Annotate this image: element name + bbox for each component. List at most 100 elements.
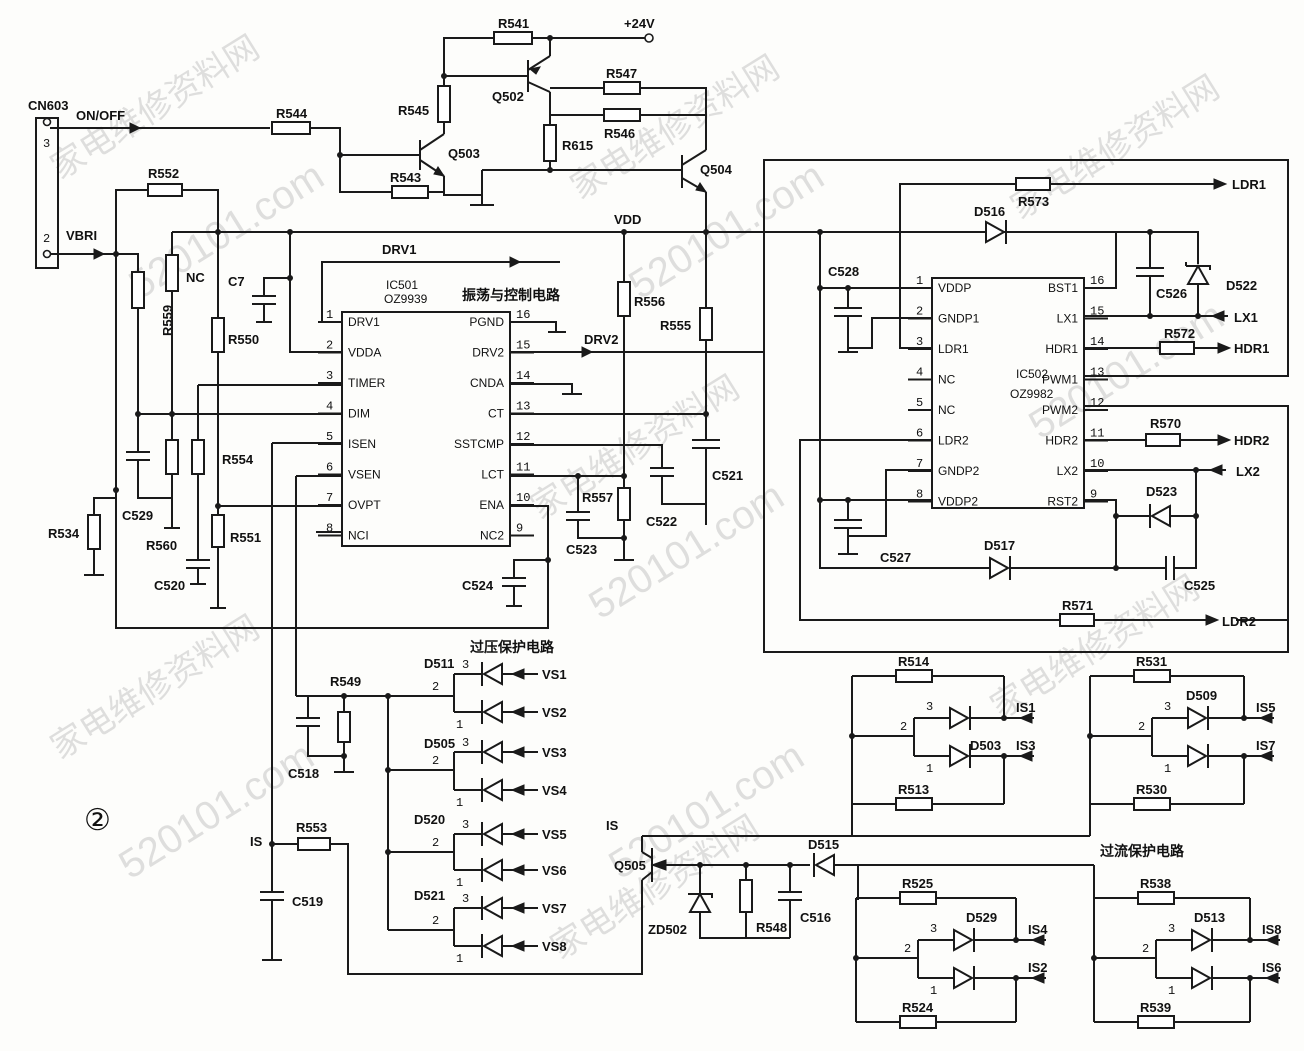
supply-24v-label: +24V bbox=[624, 16, 655, 31]
ic-pin-name: VDDP2 bbox=[938, 495, 978, 509]
ic-pin-number: 6 bbox=[326, 461, 333, 475]
arrow-icon bbox=[581, 346, 594, 358]
ic-pin-number: 7 bbox=[326, 491, 333, 505]
resistor-label: R572 bbox=[1164, 326, 1195, 341]
watermark-text: 家电维修资料网 bbox=[44, 608, 267, 768]
arrow-icon bbox=[1210, 310, 1225, 322]
resistor-label: R556 bbox=[634, 294, 665, 309]
output-hdr1-label: HDR1 bbox=[1234, 341, 1269, 356]
on-off-label: ON/OFF bbox=[76, 108, 125, 123]
resistor-label: R573 bbox=[1018, 194, 1049, 209]
ic-pin-number: 11 bbox=[1090, 427, 1104, 441]
arrow-icon bbox=[510, 828, 525, 840]
diode-label: D522 bbox=[1226, 278, 1257, 293]
arrow-icon bbox=[510, 864, 525, 876]
is-input-label: IS2 bbox=[1028, 960, 1048, 975]
resistor-label: R543 bbox=[390, 170, 421, 185]
arrow-icon bbox=[510, 668, 525, 680]
resistor-label: R552 bbox=[148, 166, 179, 181]
diode-label: ZD502 bbox=[648, 922, 687, 937]
svg-text:②: ② bbox=[84, 804, 111, 837]
ic-pin-number: 1 bbox=[326, 308, 333, 322]
output-lx1-label: LX1 bbox=[1234, 310, 1258, 325]
resistor-r556 bbox=[617, 281, 631, 317]
arrow-icon bbox=[1217, 342, 1232, 354]
drv2-label: DRV2 bbox=[584, 332, 618, 347]
resistor-r544 bbox=[271, 121, 311, 135]
watermark-url: 520101.com bbox=[111, 734, 321, 888]
pin-number: 2 bbox=[1138, 720, 1145, 734]
ic-pin-name: BST1 bbox=[1048, 281, 1078, 295]
pin-number: 3 bbox=[1164, 700, 1171, 714]
ic-pin-number: 4 bbox=[916, 366, 923, 380]
arrow-icon bbox=[1264, 972, 1279, 984]
resistor bbox=[1137, 891, 1175, 905]
diode-d515: D515 bbox=[808, 837, 839, 877]
resistor-r552 bbox=[147, 183, 183, 197]
pin-number: 1 bbox=[926, 762, 933, 776]
connector-cn603: CN603 3 2 bbox=[28, 98, 68, 269]
ic-pin-name: HDR1 bbox=[1045, 342, 1078, 356]
resistor-r573 bbox=[1015, 177, 1051, 191]
arrow-icon bbox=[510, 706, 525, 718]
diode-d517: D517 bbox=[984, 538, 1015, 580]
diode-label: D509 bbox=[1186, 688, 1217, 703]
ic-pin-name: ISEN bbox=[348, 437, 376, 451]
pin-number: 2 bbox=[432, 680, 439, 694]
ic-pin-number: 13 bbox=[1090, 366, 1104, 380]
capacitor-label: C520 bbox=[154, 578, 185, 593]
resistor-r555 bbox=[699, 307, 713, 341]
transistor-label: Q505 bbox=[614, 858, 646, 873]
resistor-label: R549 bbox=[330, 674, 361, 689]
resistor-r547 bbox=[603, 81, 641, 95]
ic-pin-number: 8 bbox=[326, 522, 333, 536]
pin-number: 3 bbox=[462, 892, 469, 906]
ic-pin-number: 2 bbox=[326, 339, 333, 353]
ic-pin-name: VDDP bbox=[938, 281, 971, 295]
resistor-label: R560 bbox=[146, 538, 177, 553]
resistor-r546 bbox=[603, 108, 641, 122]
transistor-label: Q504 bbox=[700, 162, 733, 177]
resistor-r570 bbox=[1145, 433, 1181, 447]
diode-label: D523 bbox=[1146, 484, 1177, 499]
is-input-label: IS7 bbox=[1256, 738, 1276, 753]
capacitor-label: C526 bbox=[1156, 286, 1187, 301]
section-title-ovp: 过压保护电路 bbox=[470, 639, 555, 656]
pin-number: 1 bbox=[1168, 984, 1175, 998]
capacitor-label: C529 bbox=[122, 508, 153, 523]
resistor-label: R548 bbox=[756, 920, 787, 935]
resistor-r553 bbox=[297, 837, 331, 851]
ic-pin-number: 10 bbox=[516, 491, 530, 505]
resistor-label: R555 bbox=[660, 318, 691, 333]
resistor-label: R571 bbox=[1062, 598, 1093, 613]
arrow-icon bbox=[1217, 434, 1232, 446]
resistor-label: R546 bbox=[604, 126, 635, 141]
ic-pin-number: 6 bbox=[916, 427, 923, 441]
diode-label: D515 bbox=[808, 837, 839, 852]
resistor-r571 bbox=[1059, 613, 1095, 627]
ic-pin-name: DRV1 bbox=[348, 315, 380, 329]
pin-number: 1 bbox=[930, 984, 937, 998]
pin-number: 3 bbox=[930, 922, 937, 936]
arrow-icon bbox=[1258, 712, 1273, 724]
ic-pin-name: DIM bbox=[348, 407, 370, 421]
resistor-label: R615 bbox=[562, 138, 593, 153]
ic-pin-name: LX1 bbox=[1057, 312, 1079, 326]
resistor-r557 bbox=[617, 487, 631, 521]
pin-number: 1 bbox=[456, 876, 463, 890]
diode-d522: D522 bbox=[1185, 262, 1257, 293]
resistor-label: R557 bbox=[582, 490, 613, 505]
ic-pin-number: 8 bbox=[916, 488, 923, 502]
diode-label: D503 bbox=[970, 738, 1001, 753]
arrow-icon bbox=[93, 248, 106, 260]
pin-number: 1 bbox=[456, 796, 463, 810]
arrow-icon bbox=[1018, 750, 1033, 762]
resistor-r543 bbox=[391, 185, 429, 199]
pin-number: 2 bbox=[432, 754, 439, 768]
resistor-r534 bbox=[87, 514, 101, 550]
ic-pin-name: LDR1 bbox=[938, 342, 969, 356]
pin-number: 1 bbox=[456, 718, 463, 732]
resistor-label: R547 bbox=[606, 66, 637, 81]
